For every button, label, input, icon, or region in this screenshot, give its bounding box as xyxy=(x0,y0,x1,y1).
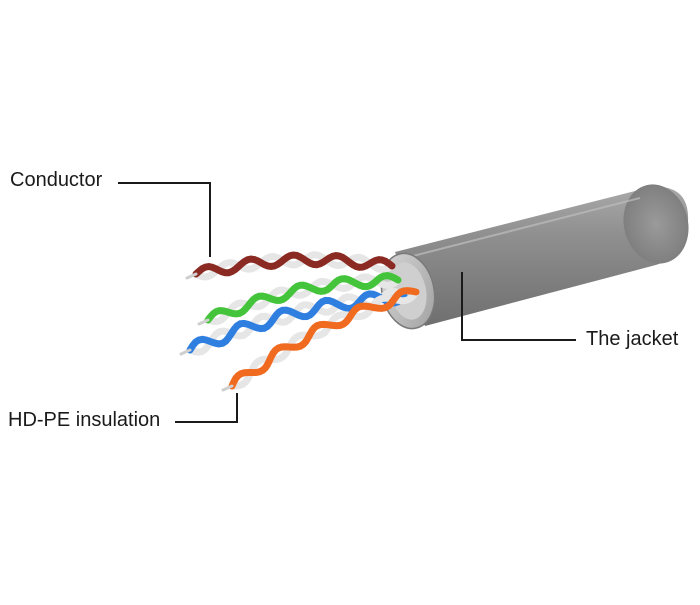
insulation-leader-line xyxy=(175,393,238,423)
wire-blue xyxy=(186,290,408,354)
wire-orange xyxy=(228,287,420,390)
conductor-tip xyxy=(185,272,198,280)
pair-orange xyxy=(221,287,420,392)
wire-green xyxy=(204,272,402,324)
wire-brown xyxy=(192,251,396,278)
leader-lines xyxy=(118,182,576,423)
jacket-leader-line xyxy=(461,272,576,341)
wire-brown-white xyxy=(192,251,396,281)
wire-orange-white xyxy=(228,288,420,390)
conductor-tip xyxy=(197,318,210,326)
conductor-tip xyxy=(179,348,192,356)
insulation-label: HD-PE insulation xyxy=(8,409,161,431)
conductor-leader-line xyxy=(118,182,211,257)
conductor-label: Conductor xyxy=(10,169,103,191)
conductor-tip xyxy=(221,384,234,392)
jacket-label: The jacket xyxy=(586,328,679,350)
pair-brown xyxy=(185,251,396,281)
twisted-pairs xyxy=(179,251,420,392)
wire-green-white xyxy=(204,273,402,326)
cable-jacket xyxy=(395,184,689,326)
pair-green xyxy=(197,272,402,326)
